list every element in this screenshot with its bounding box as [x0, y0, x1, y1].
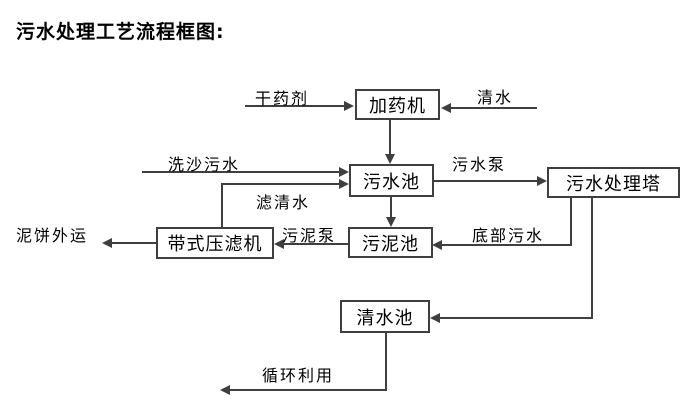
- node-belt-filter-press: 带式压滤机: [156, 227, 274, 259]
- label-filtered-water: 滤清水: [256, 193, 311, 212]
- edge-filtered-water-hline: [221, 183, 340, 185]
- edge-clean-water-arrowhead: [441, 103, 451, 113]
- label-mud-cake-out: 泥饼外运: [16, 226, 89, 245]
- label-sand-washing-sewage: 洗沙污水: [168, 155, 241, 174]
- edge-bottom-sewage-arrowhead: [432, 240, 442, 250]
- edge-tower-to-clean-hline: [440, 317, 593, 319]
- edge-sludge-pump-line: [284, 243, 348, 245]
- edge-mud-cake-arrowhead: [102, 238, 112, 248]
- edge-tower-to-clean-vline: [591, 198, 593, 318]
- edge-recycle-hline: [230, 389, 387, 391]
- label-recycle: 循环利用: [262, 366, 335, 385]
- edge-dosing-to-sewage-line: [389, 120, 391, 155]
- edge-dry-agent-line: [245, 105, 345, 107]
- edge-sewage-pump-arrowhead: [537, 176, 547, 186]
- node-sludge-pool: 污泥池: [348, 227, 433, 258]
- label-bottom-sewage: 底部污水: [472, 226, 545, 245]
- edge-filtered-water-vline: [221, 184, 223, 227]
- edge-sand-washing-arrowhead: [339, 167, 349, 177]
- edge-dosing-to-sewage-arrowhead: [385, 154, 395, 164]
- label-dry-agent: 干药剂: [255, 89, 310, 108]
- node-clean-water-pool: 清水池: [340, 300, 430, 333]
- label-sludge-pump: 污泥泵: [282, 226, 337, 245]
- edge-bottom-sewage-vline: [570, 198, 572, 245]
- edge-mud-cake-line: [112, 242, 156, 244]
- edge-recycle-arrowhead: [220, 385, 230, 395]
- label-clean-water: 清水: [477, 88, 514, 107]
- edge-bottom-sewage-hline: [442, 244, 572, 246]
- edge-sewage-pump-line: [434, 180, 538, 182]
- edge-recycle-vline: [385, 333, 387, 390]
- node-treatment-tower: 污水处理塔: [547, 167, 680, 198]
- edge-dry-agent-arrowhead: [344, 101, 354, 111]
- edge-sand-washing-line: [142, 171, 340, 173]
- edge-tower-to-clean-arrowhead: [430, 313, 440, 323]
- edge-sewage-to-sludge-line: [390, 197, 392, 218]
- page-title: 污水处理工艺流程框图:: [16, 21, 225, 43]
- edge-clean-water-line: [451, 107, 537, 109]
- edge-sludge-pump-arrowhead: [274, 239, 284, 249]
- edge-sewage-to-sludge-arrowhead: [386, 217, 396, 227]
- edge-filtered-water-arrowhead: [339, 179, 349, 189]
- label-sewage-pump: 污水泵: [452, 155, 507, 174]
- node-sewage-pool: 污水池: [349, 164, 434, 197]
- node-dosing-machine: 加药机: [355, 89, 440, 120]
